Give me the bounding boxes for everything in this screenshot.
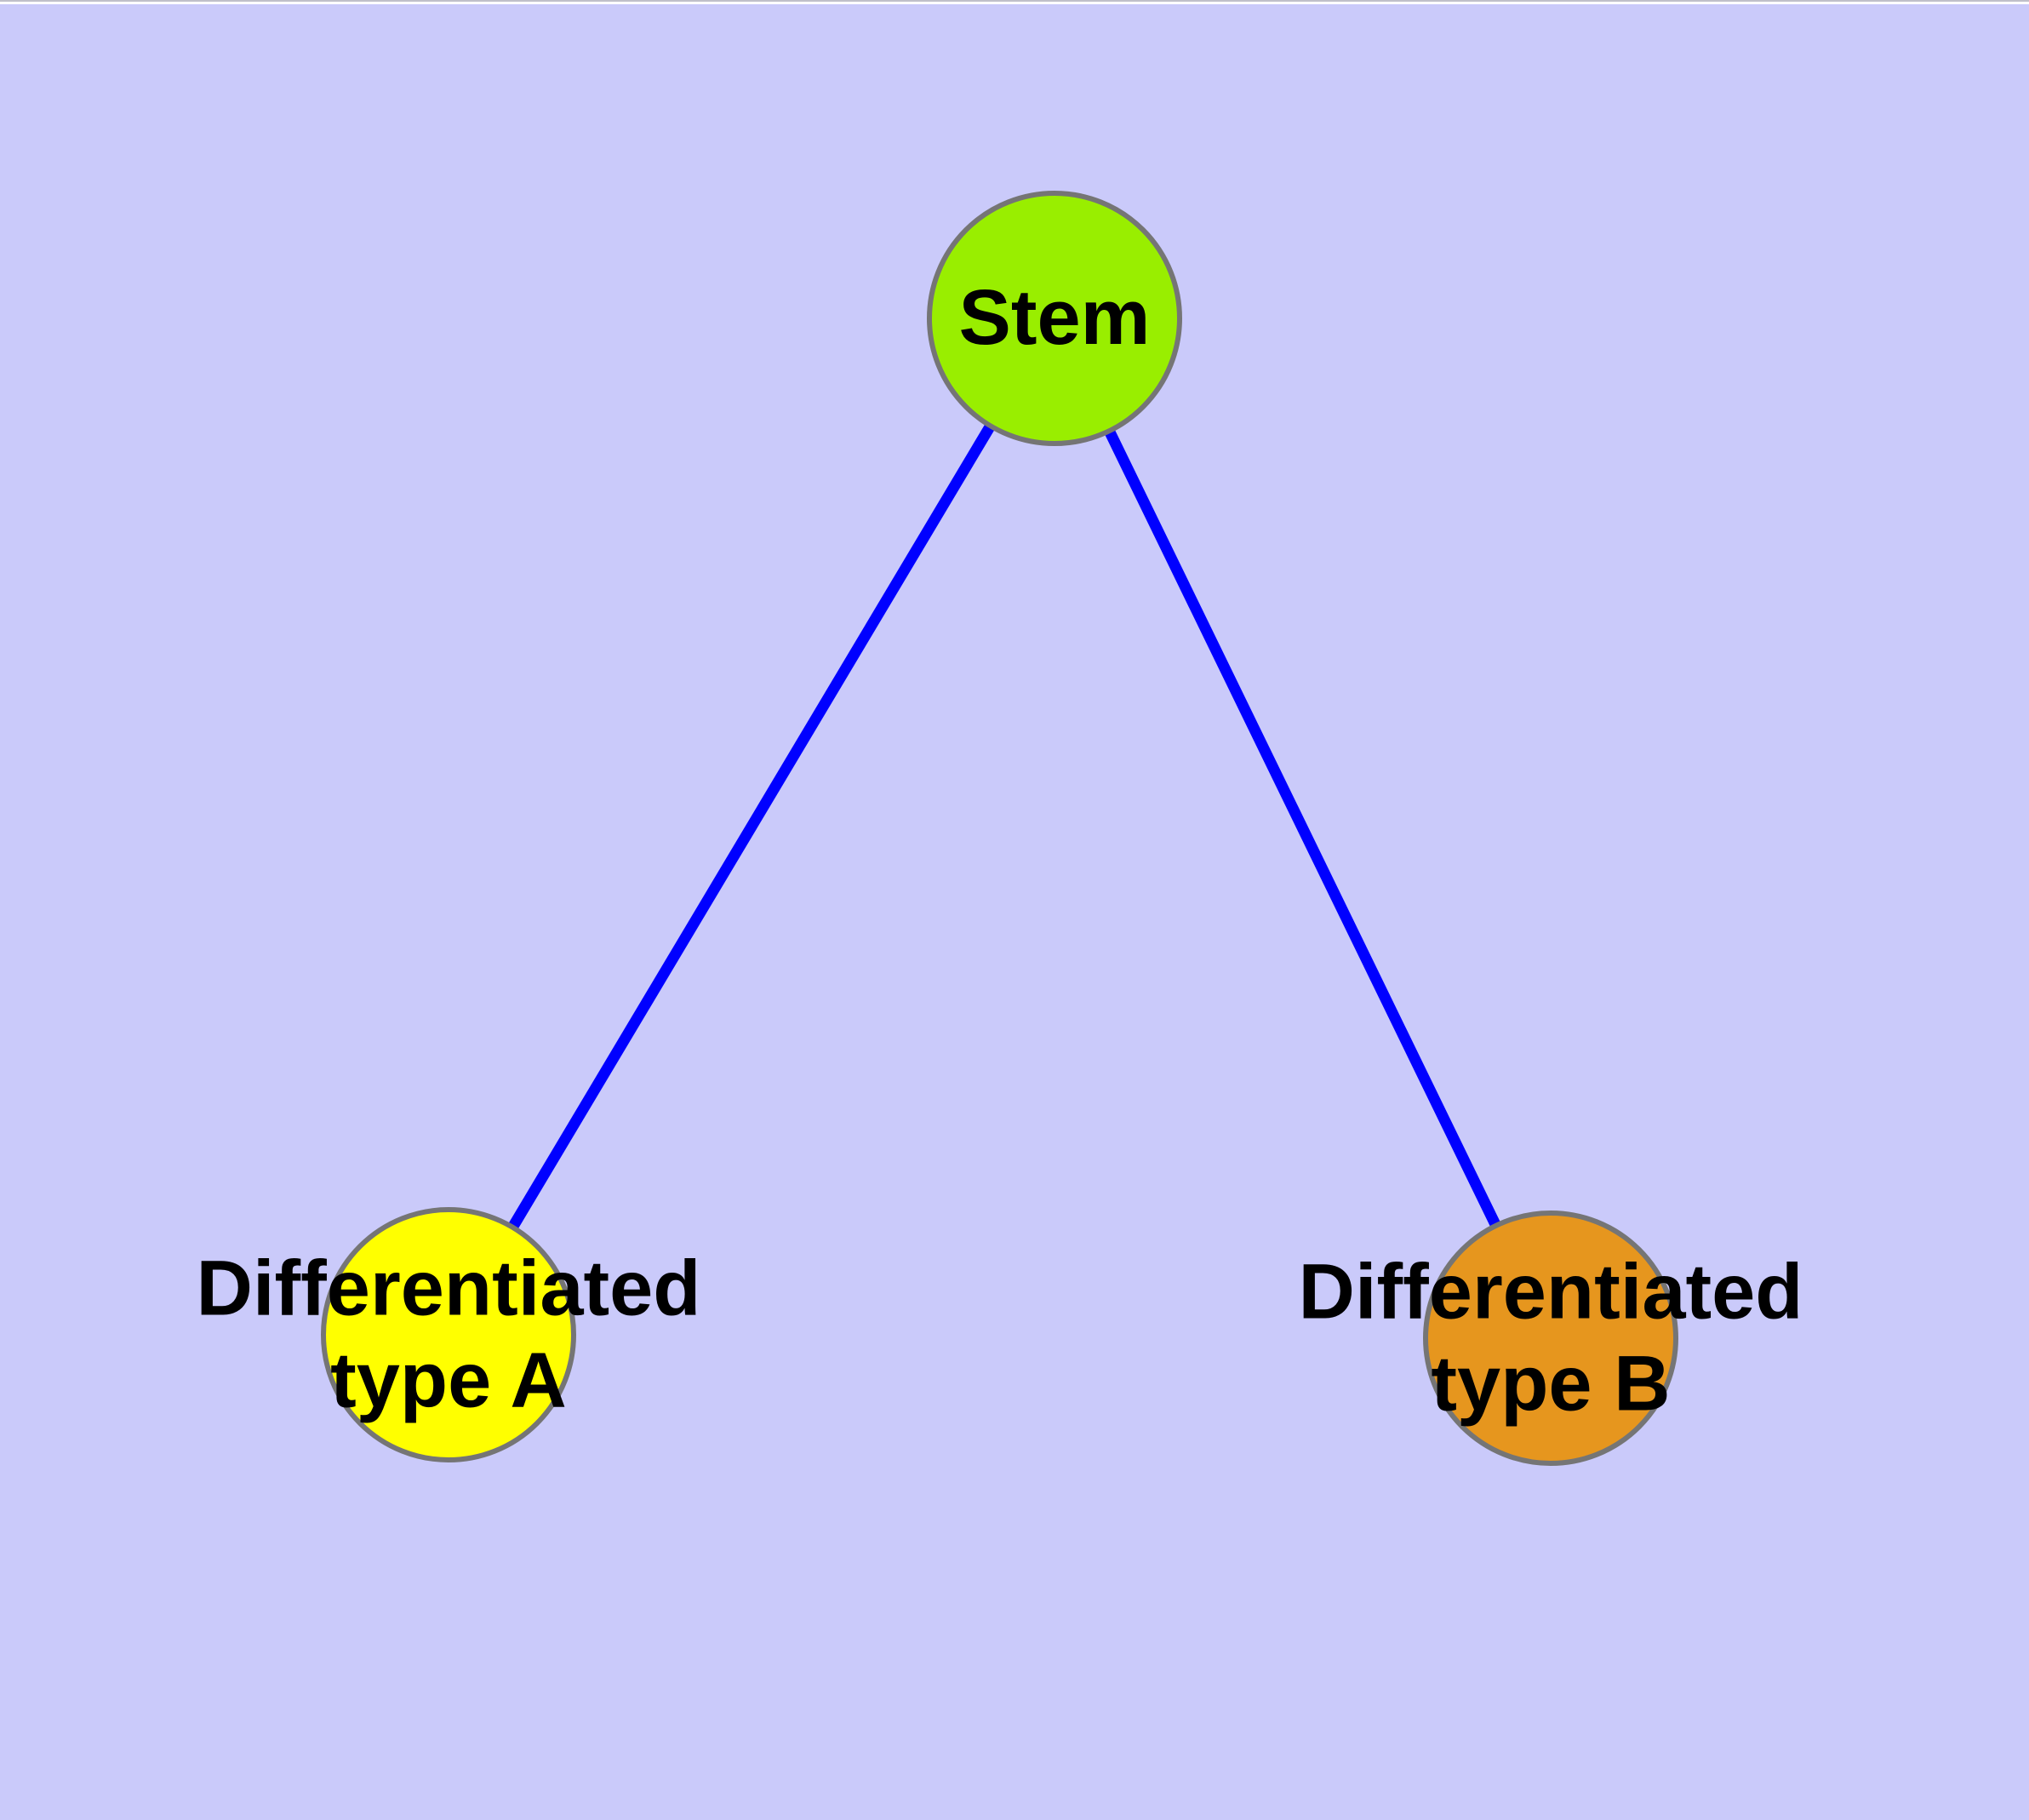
node-stem: Stem: [927, 191, 1182, 446]
top-margin-strip: [0, 0, 2029, 4]
node-stem-label: Stem: [959, 272, 1151, 364]
node-differentiated-type-b-label: Differentiated type B: [1299, 1246, 1803, 1429]
node-differentiated-type-b-label-line1: Differentiated: [1298, 1248, 1803, 1336]
node-stem-label-line: Stem: [958, 274, 1151, 362]
node-differentiated-type-a-label-line1: Differentiated: [196, 1245, 701, 1332]
edge-stem-to-type-b: [1049, 316, 1556, 1341]
node-differentiated-type-a-label: Differentiated type A: [197, 1243, 701, 1426]
edge-stem-to-type-a: [443, 315, 1060, 1338]
node-differentiated-type-a: Differentiated type A: [197, 1207, 700, 1462]
node-differentiated-type-b-label-line2: type B: [1431, 1340, 1671, 1427]
node-differentiated-type-b: Differentiated type B: [1299, 1210, 1803, 1466]
node-differentiated-type-a-label-line2: type A: [330, 1336, 567, 1423]
